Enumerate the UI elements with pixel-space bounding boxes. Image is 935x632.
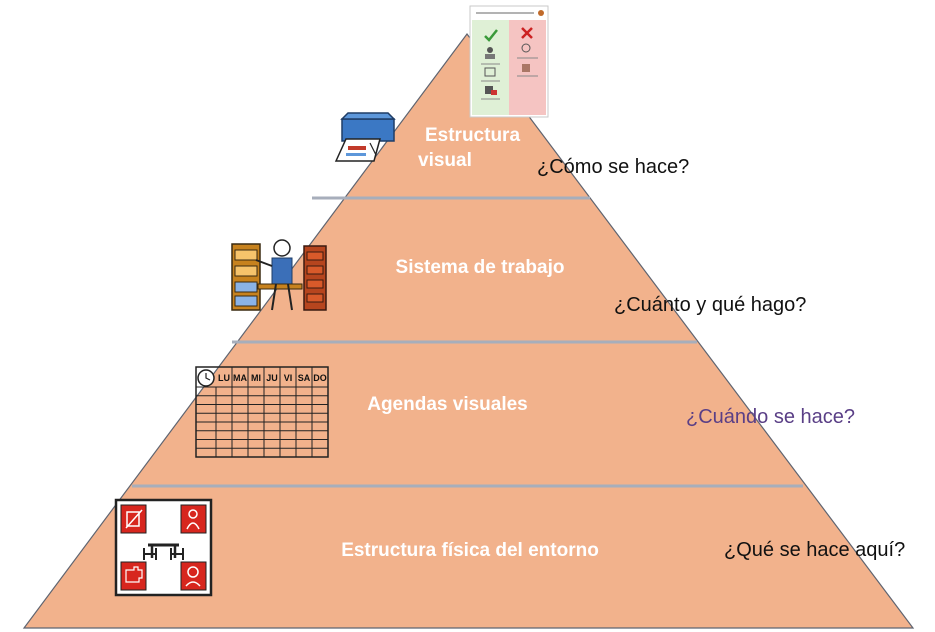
schedule-card-icon bbox=[469, 5, 549, 118]
pyramid-shape bbox=[22, 32, 915, 629]
level-label-line2: visual bbox=[418, 150, 472, 171]
schedule-day-label: MA bbox=[233, 373, 247, 383]
tray-and-checklist-icon bbox=[334, 112, 396, 162]
classroom-layout-icon bbox=[114, 498, 213, 597]
level-label-agendas-visuales: Agendas visuales bbox=[367, 394, 528, 415]
schedule-day-label: VI bbox=[284, 373, 293, 383]
question-cuando-mark: ¿Cuándo bbox=[686, 406, 769, 428]
question-como: ¿Cómo se hace? bbox=[537, 156, 690, 178]
question-cuando-rest: se hace? bbox=[768, 406, 856, 428]
schedule-day-label: MI bbox=[251, 373, 261, 383]
schedule-day-label: DO bbox=[313, 373, 327, 383]
schedule-day-label: JU bbox=[266, 373, 278, 383]
level-label-estructura-visual: Estructura visual bbox=[410, 123, 535, 173]
level-label-line1: Estructura bbox=[424, 125, 521, 146]
schedule-day-label: SA bbox=[298, 373, 311, 383]
schedule-day-label: LU bbox=[218, 373, 230, 383]
question-cuanto: ¿Cuánto y qué hago? bbox=[614, 294, 807, 316]
question-cuando: ¿Cuándo se hace? bbox=[686, 406, 855, 429]
work-station-icon bbox=[231, 239, 327, 311]
level-label-sistema-de-trabajo: Sistema de trabajo bbox=[395, 257, 565, 278]
level-label-estructura-fisica: Estructura física del entorno bbox=[341, 540, 599, 561]
question-que: ¿Qué se hace aquí? bbox=[724, 539, 906, 561]
